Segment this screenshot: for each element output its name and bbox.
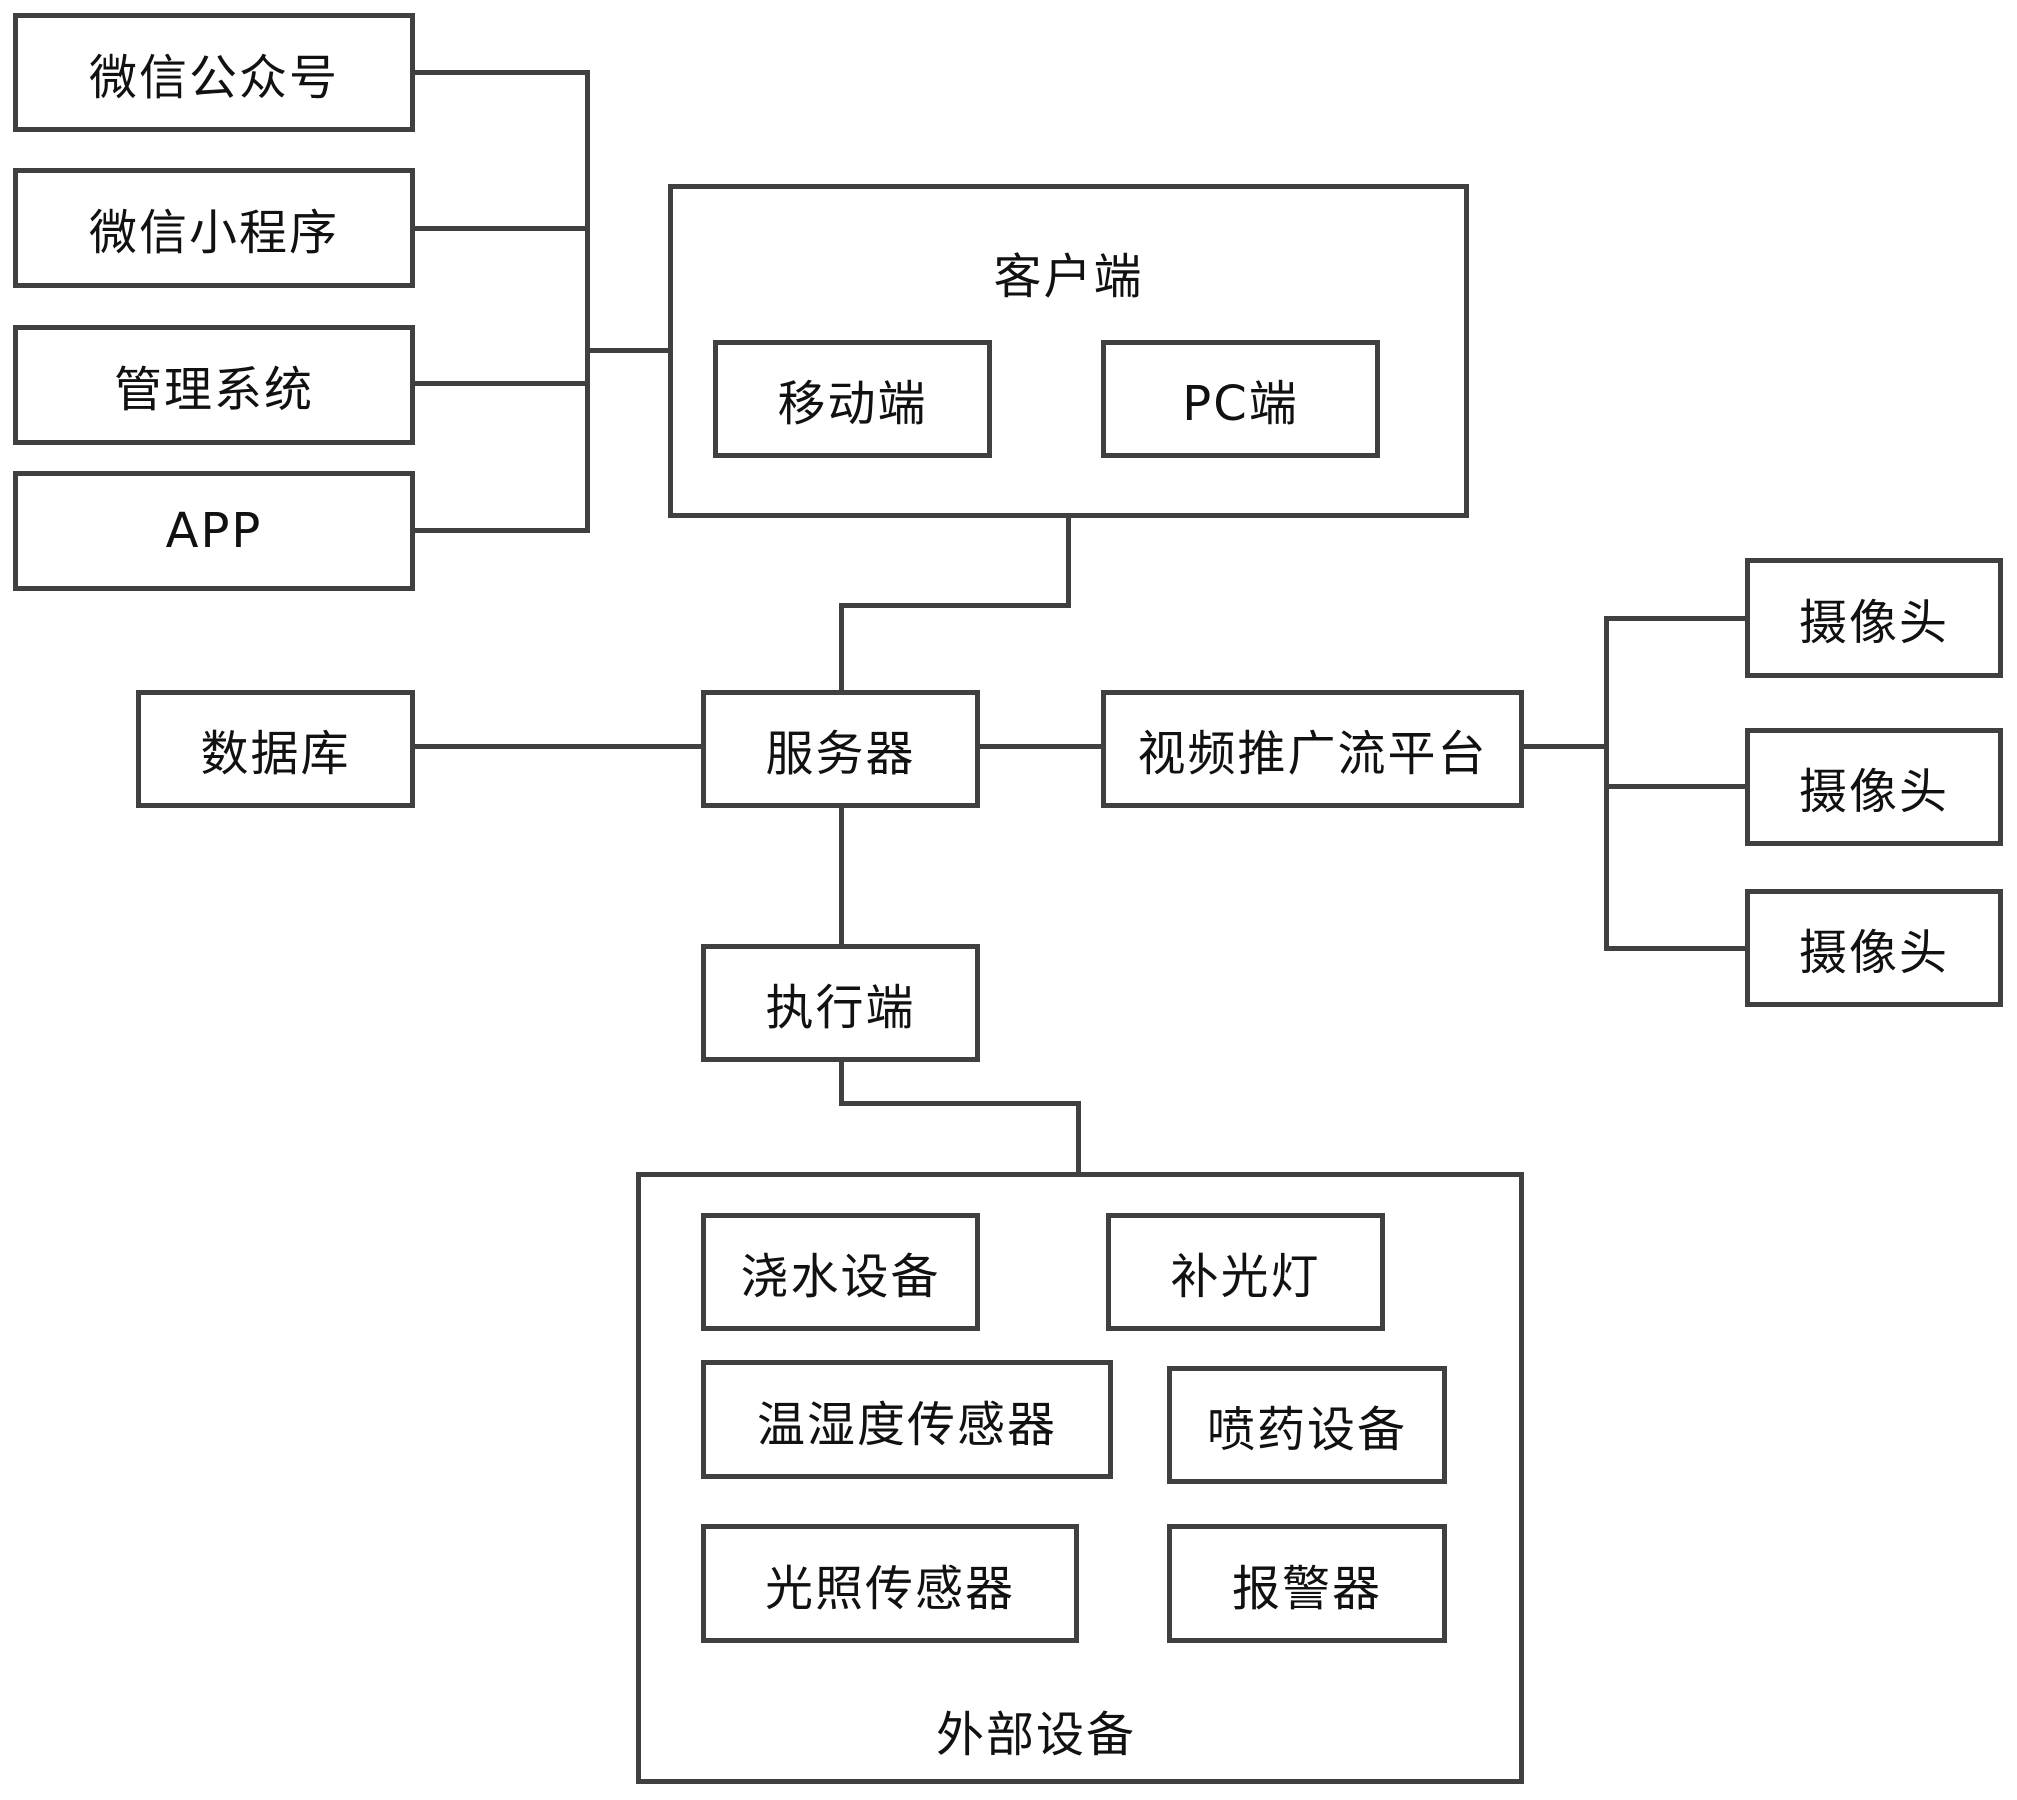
node-label: PC端 <box>1182 376 1299 432</box>
spraying-device-node: 喷药设备 <box>1167 1366 1447 1484</box>
node-label: 光照传感器 <box>764 1560 1015 1617</box>
connector-line <box>414 226 590 231</box>
wechat-mini-program-node: 微信小程序 <box>13 168 415 288</box>
node-label: APP <box>165 503 263 559</box>
app-node: APP <box>13 471 415 591</box>
mobile-client-node: 移动端 <box>713 340 992 458</box>
external-devices-title: 外部设备 <box>936 1707 1137 1763</box>
node-label: 移动端 <box>777 376 928 432</box>
wechat-official-account-node: 微信公众号 <box>13 13 415 132</box>
alarm-node: 报警器 <box>1167 1524 1447 1643</box>
video-streaming-platform-node: 视频推广流平台 <box>1101 690 1524 808</box>
connector-line <box>1076 1101 1081 1174</box>
light-sensor-node: 光照传感器 <box>701 1524 1079 1643</box>
connector-line <box>414 381 590 386</box>
executor-node: 执行端 <box>701 944 980 1062</box>
connector-line <box>839 1101 1081 1106</box>
connector-line <box>414 528 590 533</box>
connector-line <box>1604 784 1746 789</box>
node-label: 微信小程序 <box>88 205 339 261</box>
node-label: 视频推广流平台 <box>1137 726 1488 782</box>
connector-line <box>839 603 844 691</box>
connector-line <box>1604 946 1746 951</box>
server-node: 服务器 <box>701 690 980 808</box>
watering-device-node: 浇水设备 <box>701 1213 980 1331</box>
client-title: 客户端 <box>993 249 1144 305</box>
connector-line <box>1523 744 1608 749</box>
node-label: 摄像头 <box>1798 925 1949 981</box>
node-label: 温湿度传感器 <box>756 1396 1057 1453</box>
node-label: 浇水设备 <box>740 1249 941 1305</box>
connector-line <box>585 348 670 353</box>
connector-line <box>1604 616 1609 951</box>
node-label: 数据库 <box>200 726 351 782</box>
connector-line <box>414 744 702 749</box>
camera-node: 摄像头 <box>1745 558 2003 678</box>
management-system-node: 管理系统 <box>13 325 415 445</box>
camera-node: 摄像头 <box>1745 889 2003 1007</box>
node-label: 管理系统 <box>113 362 314 418</box>
node-label: 摄像头 <box>1798 764 1949 820</box>
camera-node: 摄像头 <box>1745 728 2003 846</box>
fill-light-node: 补光灯 <box>1106 1213 1385 1331</box>
node-label: 喷药设备 <box>1206 1402 1407 1458</box>
database-node: 数据库 <box>136 690 415 808</box>
node-label: 摄像头 <box>1798 595 1949 651</box>
node-label: 服务器 <box>765 726 916 782</box>
connector-line <box>839 1061 844 1106</box>
connector-line <box>585 70 590 533</box>
node-label: 报警器 <box>1231 1560 1382 1617</box>
connector-line <box>979 744 1102 749</box>
temperature-humidity-sensor-node: 温湿度传感器 <box>701 1360 1113 1479</box>
pc-client-node: PC端 <box>1101 340 1380 458</box>
node-label: 微信公众号 <box>88 49 339 106</box>
node-label: 补光灯 <box>1170 1249 1321 1305</box>
connector-line <box>414 70 590 75</box>
connector-line <box>1604 616 1746 621</box>
connector-line <box>839 603 1071 608</box>
node-label: 执行端 <box>765 980 916 1036</box>
connector-line <box>1066 517 1071 607</box>
connector-line <box>839 807 844 945</box>
